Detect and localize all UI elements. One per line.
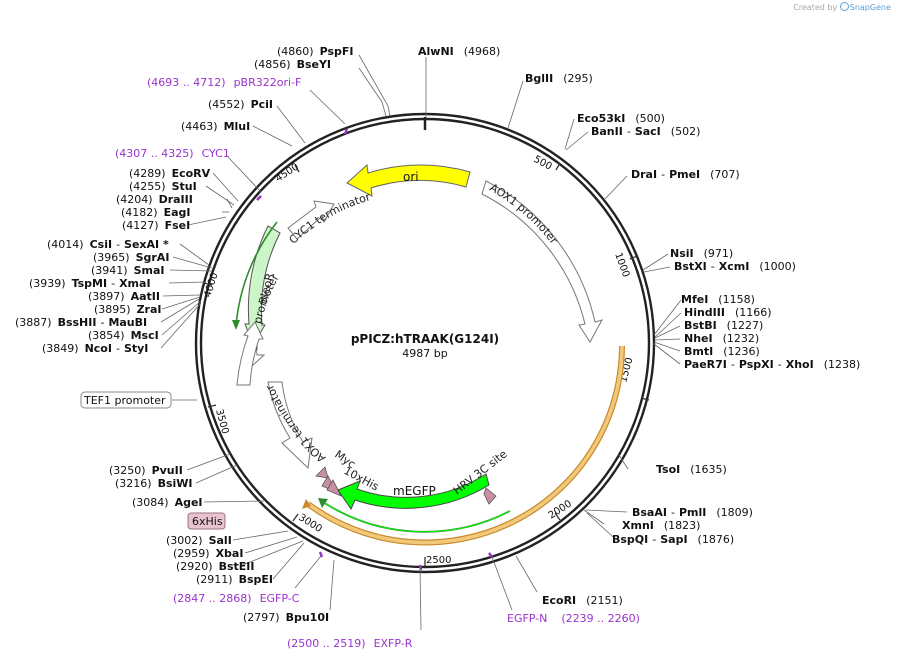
enzyme-site[interactable]: (3939)TspMI-XmaI [29, 277, 151, 290]
ruler-ticks [203, 162, 650, 566]
tef1-promoter-box[interactable]: TEF1 promoter [80, 391, 172, 409]
feature-aox1-terminator[interactable]: AOX1 terminator [263, 381, 328, 470]
orf-arc [302, 345, 625, 546]
enzyme-site[interactable]: (2920)BstEII [176, 560, 254, 573]
tick-label: 2000 [547, 498, 574, 521]
snapgene-logo-icon [839, 2, 849, 11]
enzyme-site[interactable]: (3002)SalI [166, 534, 232, 547]
enzyme-site[interactable]: (3897)AatII [88, 290, 160, 303]
enzyme-site[interactable]: (3849)NcoI-StyI [42, 342, 148, 355]
tef1-promoter-label: TEF1 promoter [83, 394, 166, 407]
credit-brand: SnapGene [849, 3, 891, 12]
enzyme-site[interactable]: (3250)PvuII [109, 464, 183, 477]
6xhis-box[interactable]: 6xHis [187, 512, 226, 530]
enzyme-site[interactable]: (4255)StuI [129, 180, 197, 193]
enzyme-site[interactable]: (2797)Bpu10I [243, 611, 329, 624]
enzyme-site[interactable]: (4182)EagI [121, 206, 190, 219]
primer-labels: (4693 .. 4712)pBR322ori-F (4307 .. 4325)… [115, 76, 640, 650]
enzyme-site[interactable]: MfeI(1158) [681, 293, 755, 306]
feature-ori[interactable]: ori [346, 163, 471, 197]
enzyme-site[interactable]: (4856)BseYI [254, 58, 331, 71]
feature-aox1-promoter[interactable]: AOX1 promoter [481, 180, 604, 343]
enzyme-site[interactable]: (4127)FseI [122, 219, 190, 232]
enzyme-site[interactable]: PaeR7I-PspXI-XhoI(1238) [684, 358, 860, 371]
enzyme-site[interactable]: DraI-PmeI(707) [631, 168, 740, 181]
enzyme-site[interactable]: (4289)EcoRV [129, 167, 211, 180]
enzyme-site[interactable]: (2959)XbaI [173, 547, 243, 560]
enzyme-site[interactable]: (3854)MscI [88, 329, 159, 342]
enzyme-site[interactable]: BanII-SacI(502) [591, 125, 700, 138]
primer-label[interactable]: (4307 .. 4325)CYC1 [115, 147, 230, 160]
enzyme-site[interactable]: (4014)CsiI-SexAI * [47, 238, 169, 251]
bleor-arc [232, 221, 278, 330]
enzyme-site[interactable]: Eco53kI(500) [577, 112, 665, 125]
enzyme-site[interactable]: AlwNI(4968) [418, 45, 500, 58]
aox1-promoter-label: AOX1 promoter [487, 181, 560, 247]
enzyme-site[interactable]: HindIII(1166) [684, 306, 772, 319]
enzyme-site[interactable]: TsoI(1635) [656, 463, 727, 476]
plasmid-size: 4987 bp [402, 347, 447, 360]
enzyme-site[interactable]: XmnI(1823) [622, 519, 700, 532]
enzyme-site[interactable]: (3216)BsiWI [115, 477, 193, 490]
leader-lines [160, 54, 682, 631]
tick-label: 2500 [426, 555, 451, 566]
backbone [194, 112, 656, 574]
primer-label[interactable]: (2500 .. 2519)EXFP-R [287, 637, 413, 650]
tick-label: 1000 [612, 251, 631, 279]
enzyme-site[interactable]: EcoRI(2151) [542, 594, 623, 607]
enzyme-site[interactable]: (3084)AgeI [132, 496, 203, 509]
enzyme-site[interactable]: (2911)BspEI [196, 573, 273, 586]
6xhis-label: 6xHis [192, 515, 223, 528]
enzyme-site[interactable]: (4860)PspFI [277, 45, 353, 58]
primer-marks [256, 128, 493, 571]
svg-text:AOX1 promoter: AOX1 promoter [487, 181, 560, 247]
megfp-arc [318, 498, 511, 533]
enzyme-site[interactable]: BmtI(1236) [684, 345, 760, 358]
primer-label[interactable]: (2847 .. 2868)EGFP-C [173, 592, 300, 605]
enzyme-site[interactable]: BglII(295) [525, 72, 593, 85]
enzyme-site[interactable]: NsiI(971) [670, 247, 733, 260]
plasmid-name: pPICZ:hTRAAK(G124I) [351, 332, 499, 346]
enzyme-labels: (4860)PspFI AlwNI(4968) (4856)BseYI BglI… [15, 45, 860, 624]
enzyme-site[interactable]: (4463)MluI [181, 120, 250, 133]
megfp-label: mEGFP [393, 484, 436, 498]
ori-label: ori [403, 170, 419, 184]
snapgene-credit: Created by SnapGene [793, 2, 891, 12]
enzyme-site[interactable]: (3965)SgrAI [93, 251, 169, 264]
enzyme-site[interactable]: (3887)BssHII-MauBI [15, 316, 147, 329]
enzyme-site[interactable]: BspQI-SapI(1876) [612, 533, 734, 546]
svg-text:CYC1 terminator: CYC1 terminator [287, 190, 373, 247]
enzyme-site[interactable]: (3941)SmaI [91, 264, 164, 277]
enzyme-site[interactable]: (4552)PciI [208, 98, 273, 111]
enzyme-site[interactable]: (3895)ZraI [94, 303, 162, 316]
tick-label: 3000 [296, 512, 323, 535]
enzyme-site[interactable]: NheI(1232) [684, 332, 759, 345]
feature-tef1-promoter[interactable] [236, 321, 264, 386]
enzyme-site[interactable]: BsaAI-PmlI(1809) [632, 506, 753, 519]
enzyme-site[interactable]: BstBI(1227) [684, 319, 763, 332]
credit-prefix: Created by [793, 3, 838, 12]
feature-hrv-3c-site[interactable]: HRV 3C site [451, 447, 510, 505]
enzyme-site[interactable]: (4204)DraIII [116, 193, 193, 206]
primer-label[interactable]: (4693 .. 4712)pBR322ori-F [147, 76, 301, 89]
feature-megfp[interactable]: mEGFP [337, 473, 490, 511]
feature-cyc1-terminator[interactable]: CYC1 terminator [287, 190, 373, 247]
primer-label[interactable]: EGFP-N(2239 .. 2260) [507, 612, 640, 625]
enzyme-site[interactable]: BstXI-XcmI(1000) [674, 260, 796, 273]
cyc1-terminator-label: CYC1 terminator [287, 190, 373, 247]
